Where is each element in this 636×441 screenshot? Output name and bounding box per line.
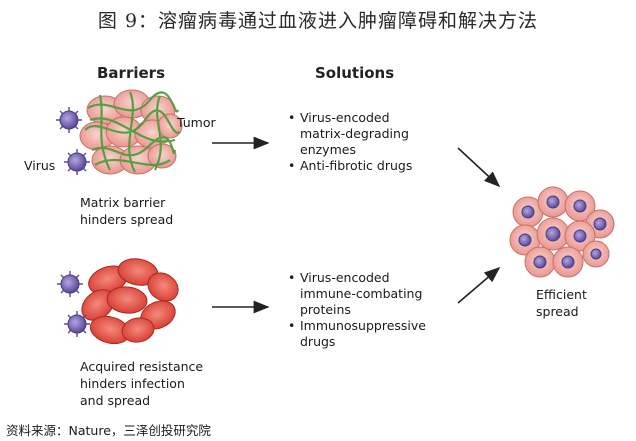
matrix-barrier-line-1: Matrix barrier [80, 195, 166, 210]
solution-item: Immunosuppressive drugs [288, 318, 426, 350]
solution-item: Virus-encoded immune-combating proteins [288, 270, 426, 318]
source-note: 资料来源：Nature，三泽创投研究院 [6, 423, 211, 438]
solution-line: Virus-encoded [300, 110, 390, 125]
arrow-to-result-top [457, 147, 501, 188]
acquired-resistance-line-3: and spread [80, 393, 151, 408]
solutions-top-list: Virus-encoded matrix-degrading enzymes A… [288, 110, 412, 174]
solutions-bottom-list: Virus-encoded immune-combating proteins … [288, 270, 426, 350]
acquired-resistance-line-2: hinders infection [80, 376, 185, 391]
solution-item: Virus-encoded matrix-degrading enzymes [288, 110, 412, 158]
matrix-barrier-line-2: hinders spread [80, 212, 174, 227]
solutions-header: Solutions [315, 64, 395, 82]
efficient-spread-line-2: spread [536, 304, 579, 319]
solution-line: matrix-degrading [300, 126, 409, 141]
solution-line: drugs [300, 334, 336, 349]
solution-line: immune-combating [300, 286, 423, 301]
virus-particle-top-1 [56, 107, 82, 133]
solution-line: proteins [300, 302, 351, 317]
solution-item: Anti-fibrotic drugs [288, 158, 412, 174]
virus-particle-top-2 [64, 149, 90, 175]
acquired-resistance-line-1: Acquired resistance [80, 359, 204, 374]
matrix-barrier-label: Matrix barrier hinders spread [80, 194, 173, 228]
efficient-spread-label: Efficient spread [536, 286, 587, 320]
solution-line: enzymes [300, 142, 356, 157]
figure-title: 图 9：溶瘤病毒通过血液进入肿瘤障碍和解决方法 [97, 10, 539, 32]
tumor-matrix-cluster [79, 89, 183, 175]
solution-line: Immunosuppressive [300, 318, 426, 333]
arrow-to-result-bottom [457, 266, 501, 304]
solution-line: Anti-fibrotic drugs [300, 158, 413, 173]
tumor-label: Tumor [177, 115, 216, 130]
acquired-resistance-label: Acquired resistance hinders infection an… [80, 358, 203, 409]
tumor-resistant-cluster [81, 258, 179, 345]
virus-particle-bottom-2 [64, 311, 90, 337]
virus-label: Virus [24, 158, 56, 173]
efficient-spread-line-1: Efficient [536, 287, 587, 302]
virus-particle-bottom-1 [57, 271, 83, 297]
efficient-spread-cluster [509, 186, 615, 278]
barriers-header: Barriers [97, 64, 165, 82]
solution-line: Virus-encoded [300, 270, 390, 285]
